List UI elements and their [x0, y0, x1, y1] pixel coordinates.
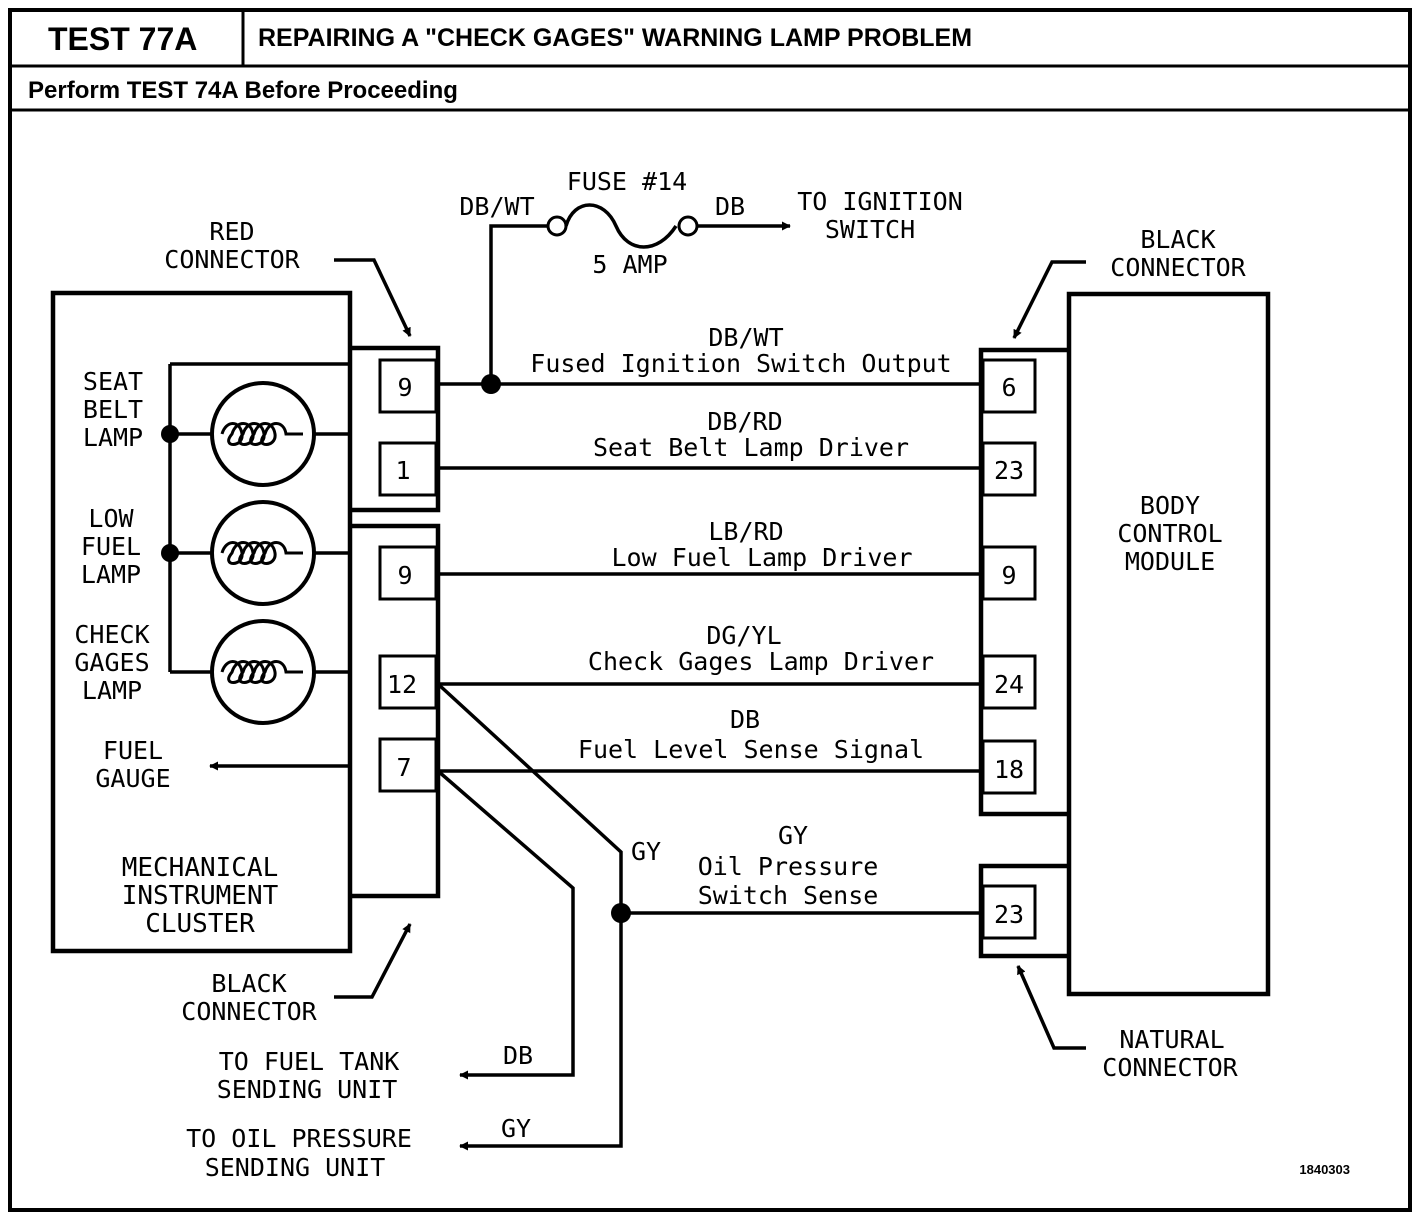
cluster-black-connector: 9 12 7 BLACK CONNECTOR: [181, 523, 441, 1026]
prerequisite-note: Perform TEST 74A Before Proceeding: [28, 77, 458, 104]
svg-text:CONNECTOR: CONNECTOR: [164, 245, 300, 274]
page-title: REPAIRING A "CHECK GAGES" WARNING LAMP P…: [258, 24, 972, 52]
fuel-gauge: FUEL GAUGE: [95, 736, 350, 793]
bcm-pin-24: 24: [994, 670, 1024, 699]
body-control-module: BODY CONTROL MODULE: [1066, 291, 1271, 997]
svg-text:TO FUEL TANK: TO FUEL TANK: [219, 1047, 400, 1076]
svg-text:Fuel Level Sense Signal: Fuel Level Sense Signal: [578, 735, 924, 764]
svg-text:DB: DB: [715, 192, 745, 221]
svg-text:CONNECTOR: CONNECTOR: [1102, 1053, 1238, 1082]
cluster-label-2: INSTRUMENT: [122, 881, 279, 911]
circuit-oil-pressure: GY GY Oil Pressure Switch Sense: [436, 682, 983, 1151]
svg-text:GY: GY: [778, 821, 808, 850]
lamp-bus: [161, 362, 350, 674]
svg-text:DG/YL: DG/YL: [706, 621, 781, 650]
svg-text:Oil Pressure: Oil Pressure: [698, 852, 879, 881]
svg-text:CHECK: CHECK: [74, 620, 149, 649]
svg-text:BODY: BODY: [1140, 491, 1200, 520]
svg-text:DB: DB: [503, 1041, 533, 1070]
fuse-rating: 5 AMP: [592, 250, 667, 279]
bcm-pin-9: 9: [1001, 561, 1016, 590]
svg-text:TO OIL PRESSURE: TO OIL PRESSURE: [186, 1124, 412, 1153]
svg-text:GAGES: GAGES: [74, 648, 149, 677]
circuit-fuel-level: DB Fuel Level Sense Signal: [438, 705, 983, 773]
circuit-check-gages: DG/YL Check Gages Lamp Driver: [438, 621, 983, 686]
svg-text:BLACK: BLACK: [211, 969, 286, 998]
svg-text:GAUGE: GAUGE: [95, 764, 170, 793]
svg-text:LB/RD: LB/RD: [708, 517, 783, 546]
bcm-black-connector: 6 23 9 24 18 BLACK CONNECTOR: [978, 225, 1247, 817]
svg-text:RED: RED: [209, 217, 254, 246]
test-id: TEST 77A: [48, 21, 197, 57]
low-fuel-lamp: LOW FUEL LAMP: [81, 500, 350, 606]
svg-text:LAMP: LAMP: [81, 560, 141, 589]
check-gages-lamp: CHECK GAGES LAMP: [74, 619, 350, 725]
svg-text:BLACK: BLACK: [1140, 225, 1215, 254]
figure-id: 1840303: [1299, 1162, 1350, 1177]
fuse-14: FUSE #14 5 AMP DB/WT DB TO IGNITION SWIT…: [459, 167, 963, 384]
bcm-pin-18: 18: [994, 755, 1024, 784]
svg-text:DB/RD: DB/RD: [707, 407, 782, 436]
svg-text:LAMP: LAMP: [82, 676, 142, 705]
red-pin-9: 9: [397, 373, 412, 402]
svg-text:GY: GY: [501, 1114, 531, 1143]
bcm-pin-6: 6: [1001, 373, 1016, 402]
svg-text:LOW: LOW: [88, 504, 134, 533]
bcm-natural-pin-23: 23: [994, 900, 1024, 929]
bcm-pin-23: 23: [994, 456, 1024, 485]
svg-text:SWITCH: SWITCH: [825, 215, 915, 244]
svg-text:CONNECTOR: CONNECTOR: [181, 997, 317, 1026]
svg-text:Switch Sense: Switch Sense: [698, 881, 879, 910]
destinations: TO FUEL TANK SENDING UNIT DB TO OIL PRES…: [186, 1041, 533, 1182]
svg-text:Check Gages Lamp Driver: Check Gages Lamp Driver: [588, 647, 934, 676]
svg-text:SENDING UNIT: SENDING UNIT: [217, 1075, 398, 1104]
svg-text:SENDING UNIT: SENDING UNIT: [205, 1153, 386, 1182]
fuse-name: FUSE #14: [567, 167, 687, 196]
seat-belt-lamp: SEAT BELT LAMP: [83, 367, 350, 487]
svg-text:DB: DB: [730, 705, 760, 734]
svg-text:FUEL: FUEL: [81, 532, 141, 561]
black-pin-12: 12: [387, 670, 417, 699]
svg-text:LAMP: LAMP: [83, 423, 143, 452]
black-pin-7: 7: [396, 753, 411, 782]
svg-text:Fused Ignition Switch Output: Fused Ignition Switch Output: [530, 349, 951, 378]
svg-text:BELT: BELT: [83, 395, 143, 424]
circuit-seat-belt: DB/RD Seat Belt Lamp Driver: [438, 407, 983, 470]
red-pin-1: 1: [395, 456, 410, 485]
svg-text:DB/WT: DB/WT: [459, 192, 534, 221]
outer-frame: [8, 8, 1412, 1212]
svg-text:CONTROL: CONTROL: [1117, 519, 1222, 548]
svg-text:SEAT: SEAT: [83, 367, 143, 396]
svg-text:FUEL: FUEL: [103, 736, 163, 765]
svg-text:MODULE: MODULE: [1125, 547, 1215, 576]
circuit-fused-ignition: DB/WT Fused Ignition Switch Output: [438, 323, 983, 394]
svg-text:CONNECTOR: CONNECTOR: [1110, 253, 1246, 282]
cluster-label-1: MECHANICAL: [122, 853, 279, 883]
red-connector: 9 1 RED CONNECTOR: [164, 217, 441, 513]
black-pin-9: 9: [397, 561, 412, 590]
circuit-low-fuel: LB/RD Low Fuel Lamp Driver: [438, 517, 983, 576]
instrument-cluster: MECHANICAL INSTRUMENT CLUSTER: [50, 290, 353, 954]
header: TEST 77A REPAIRING A "CHECK GAGES" WARNI…: [8, 8, 1412, 1212]
svg-text:TO IGNITION: TO IGNITION: [797, 187, 963, 216]
svg-text:NATURAL: NATURAL: [1119, 1025, 1224, 1054]
bcm-natural-connector: 23 NATURAL CONNECTOR: [978, 863, 1239, 1082]
cluster-label-3: CLUSTER: [145, 909, 255, 939]
circuit-fuel-tank-sender: [436, 769, 575, 1080]
svg-text:GY: GY: [631, 837, 661, 866]
svg-text:Seat Belt Lamp Driver: Seat Belt Lamp Driver: [593, 433, 909, 462]
svg-text:Low Fuel Lamp Driver: Low Fuel Lamp Driver: [611, 543, 912, 572]
svg-text:DB/WT: DB/WT: [708, 323, 783, 352]
